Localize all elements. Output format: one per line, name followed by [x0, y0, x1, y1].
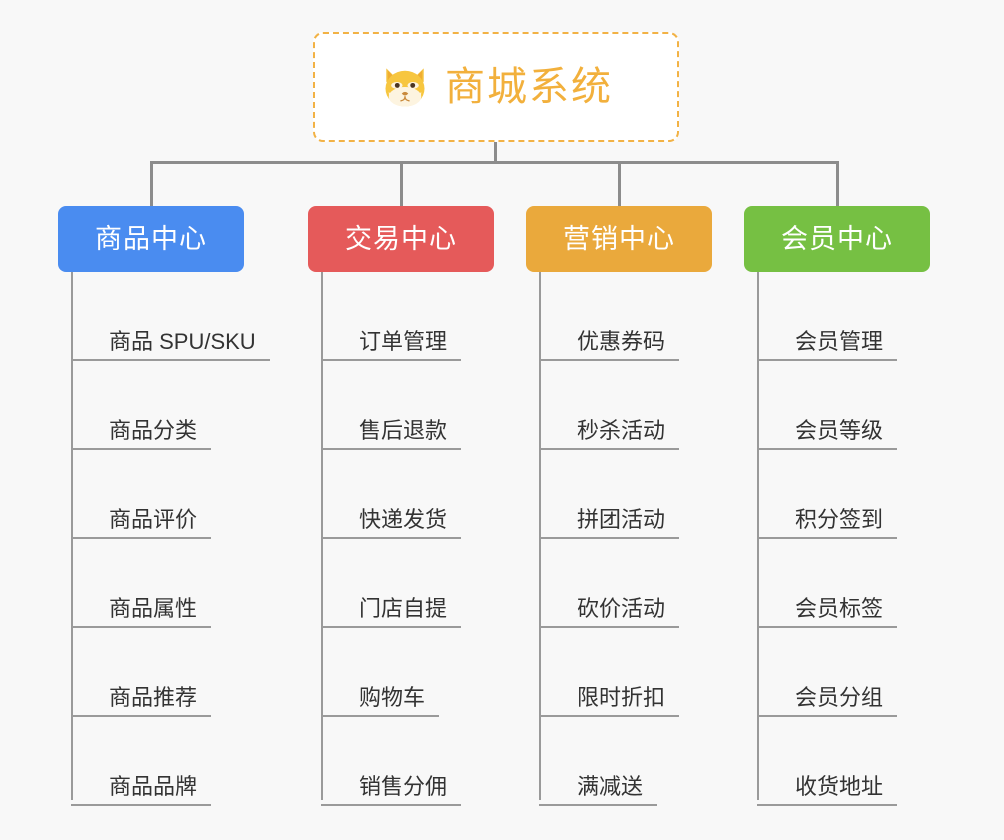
branch-node-4-label: 会员中心: [781, 223, 893, 254]
list-item-label: 积分签到: [757, 509, 898, 539]
branch-node-1-label: 商品中心: [95, 223, 207, 254]
list-item-label: 满减送: [539, 776, 658, 806]
list-item[interactable]: 门店自提: [321, 539, 462, 628]
list-item[interactable]: 拼团活动: [539, 450, 680, 539]
list-item[interactable]: 会员管理: [757, 272, 898, 361]
list-item[interactable]: 秒杀活动: [539, 361, 680, 450]
list-item[interactable]: 商品评价: [71, 450, 270, 539]
list-item-label: 商品推荐: [71, 687, 212, 717]
list-item-label: 商品属性: [71, 598, 212, 628]
list-item-label: 销售分佣: [321, 776, 462, 806]
list-item-label: 订单管理: [321, 331, 462, 361]
list-item[interactable]: 商品 SPU/SKU: [71, 272, 270, 361]
list-item-label: 会员标签: [757, 598, 898, 628]
list-item[interactable]: 会员等级: [757, 361, 898, 450]
connector-drop-4: [836, 161, 839, 206]
list-item[interactable]: 订单管理: [321, 272, 462, 361]
list-item-label: 会员分组: [757, 687, 898, 717]
root-node-label: 商城系统: [445, 65, 613, 109]
list-item-label: 商品 SPU/SKU: [71, 331, 270, 361]
list-item-label: 砍价活动: [539, 598, 680, 628]
column-spine-4: [757, 272, 759, 800]
list-item[interactable]: 砍价活动: [539, 539, 680, 628]
branch-node-3-label: 营销中心: [563, 223, 675, 254]
branch-column-3: 优惠券码 秒杀活动 拼团活动 砍价活动 限时折扣 满减送: [539, 272, 680, 806]
connector-drop-3: [618, 161, 621, 206]
list-item[interactable]: 收货地址: [757, 717, 898, 806]
list-item[interactable]: 商品推荐: [71, 628, 270, 717]
column-spine-1: [71, 272, 73, 800]
list-item[interactable]: 商品属性: [71, 539, 270, 628]
branch-node-2[interactable]: 交易中心: [308, 206, 494, 272]
list-item[interactable]: 销售分佣: [321, 717, 462, 806]
connector-horizontal-bus: [150, 161, 838, 164]
branch-node-1[interactable]: 商品中心: [58, 206, 244, 272]
list-item-label: 拼团活动: [539, 509, 680, 539]
list-item[interactable]: 商品分类: [71, 361, 270, 450]
branch-node-4[interactable]: 会员中心: [744, 206, 930, 272]
list-item-label: 商品评价: [71, 509, 212, 539]
list-item-label: 限时折扣: [539, 687, 680, 717]
branch-column-4: 会员管理 会员等级 积分签到 会员标签 会员分组 收货地址: [757, 272, 898, 806]
branch-node-3[interactable]: 营销中心: [526, 206, 712, 272]
list-item-label: 会员等级: [757, 420, 898, 450]
connector-root-vertical: [494, 142, 497, 164]
list-item-label: 商品品牌: [71, 776, 212, 806]
list-item-label: 门店自提: [321, 598, 462, 628]
branch-column-2: 订单管理 售后退款 快递发货 门店自提 购物车 销售分佣: [321, 272, 462, 806]
root-node-mall-system[interactable]: 商城系统: [313, 32, 679, 142]
list-item-label: 优惠券码: [539, 331, 680, 361]
list-item[interactable]: 售后退款: [321, 361, 462, 450]
connector-drop-2: [400, 161, 403, 206]
list-item-label: 快递发货: [321, 509, 462, 539]
list-item[interactable]: 满减送: [539, 717, 679, 806]
list-item[interactable]: 购物车: [321, 628, 461, 717]
list-item-label: 商品分类: [71, 420, 212, 450]
list-item[interactable]: 快递发货: [321, 450, 462, 539]
list-item-label: 收货地址: [757, 776, 898, 806]
list-item[interactable]: 会员标签: [757, 539, 898, 628]
list-item-label: 秒杀活动: [539, 420, 680, 450]
list-item[interactable]: 优惠券码: [539, 272, 680, 361]
branch-column-1: 商品 SPU/SKU 商品分类 商品评价 商品属性 商品推荐 商品品牌: [71, 272, 270, 806]
list-item-label: 会员管理: [757, 331, 898, 361]
branch-node-2-label: 交易中心: [345, 223, 457, 254]
list-item[interactable]: 会员分组: [757, 628, 898, 717]
list-item-label: 售后退款: [321, 420, 462, 450]
list-item[interactable]: 积分签到: [757, 450, 898, 539]
shiba-dog-face-icon: [385, 68, 425, 109]
list-item[interactable]: 限时折扣: [539, 628, 680, 717]
list-item[interactable]: 商品品牌: [71, 717, 270, 806]
column-spine-3: [539, 272, 541, 800]
column-spine-2: [321, 272, 323, 800]
connector-drop-1: [150, 161, 153, 206]
list-item-label: 购物车: [321, 687, 440, 717]
